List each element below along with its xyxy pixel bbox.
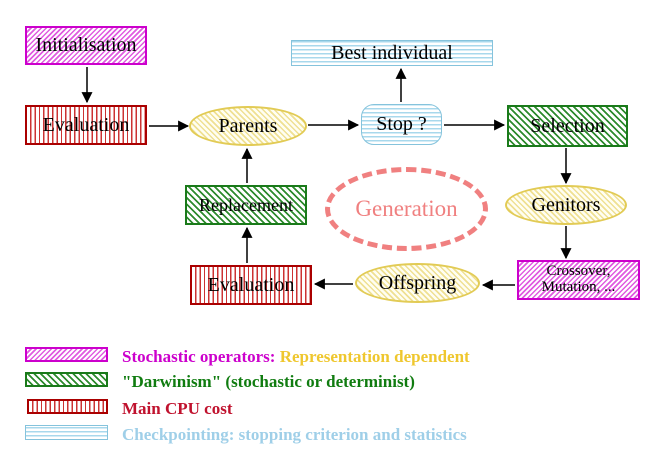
node-parents: Parents xyxy=(189,106,307,146)
legend-cpu-label: Main CPU cost xyxy=(122,399,233,418)
generation-loop-ellipse: Generation xyxy=(325,167,488,251)
node-stop: Stop ? xyxy=(361,104,442,145)
node-evaluation-bottom-label: Evaluation xyxy=(207,273,295,296)
node-crossover-mutation-label: Crossover, Mutation, ... xyxy=(541,263,616,296)
node-initialisation: Initialisation xyxy=(25,26,147,65)
legend-swatch-cpu xyxy=(27,399,108,414)
node-genitors: Genitors xyxy=(505,185,627,225)
node-evaluation-top: Evaluation xyxy=(25,105,147,145)
node-best-individual: Best individual xyxy=(291,40,493,66)
node-evaluation-bottom: Evaluation xyxy=(190,265,312,305)
node-parents-label: Parents xyxy=(218,114,278,137)
node-genitors-label: Genitors xyxy=(531,193,601,216)
node-selection: Selection xyxy=(507,105,628,147)
legend-stochastic: Stochastic operators: Representation dep… xyxy=(122,347,470,367)
node-replacement: Replacement xyxy=(185,185,307,225)
legend-swatch-stochastic xyxy=(25,347,108,362)
node-offspring: Offspring xyxy=(355,263,480,303)
generation-label: Generation xyxy=(355,196,458,221)
node-evaluation-top-label: Evaluation xyxy=(42,113,130,136)
node-best-individual-label: Best individual xyxy=(331,41,453,64)
legend-stochastic-note: Representation dependent xyxy=(279,347,470,366)
crossover-line2: Mutation, ... xyxy=(541,279,616,295)
legend-swatch-checkpointing xyxy=(25,425,108,440)
node-offspring-label: Offspring xyxy=(378,271,457,294)
legend-stochastic-label: Stochastic operators: xyxy=(122,347,276,366)
node-replacement-label: Replacement xyxy=(199,194,293,215)
legend-checkpointing-label: Checkpointing: stopping criterion and st… xyxy=(122,425,467,444)
node-crossover-mutation: Crossover, Mutation, ... xyxy=(517,260,640,300)
legend-darwinism-label: "Darwinism" (stochastic or determinist) xyxy=(122,372,415,391)
node-initialisation-label: Initialisation xyxy=(35,34,137,56)
legend-swatch-darwinism xyxy=(25,372,108,387)
node-stop-label: Stop ? xyxy=(376,113,427,135)
node-selection-label: Selection xyxy=(530,114,605,137)
crossover-line1: Crossover, xyxy=(546,263,611,280)
